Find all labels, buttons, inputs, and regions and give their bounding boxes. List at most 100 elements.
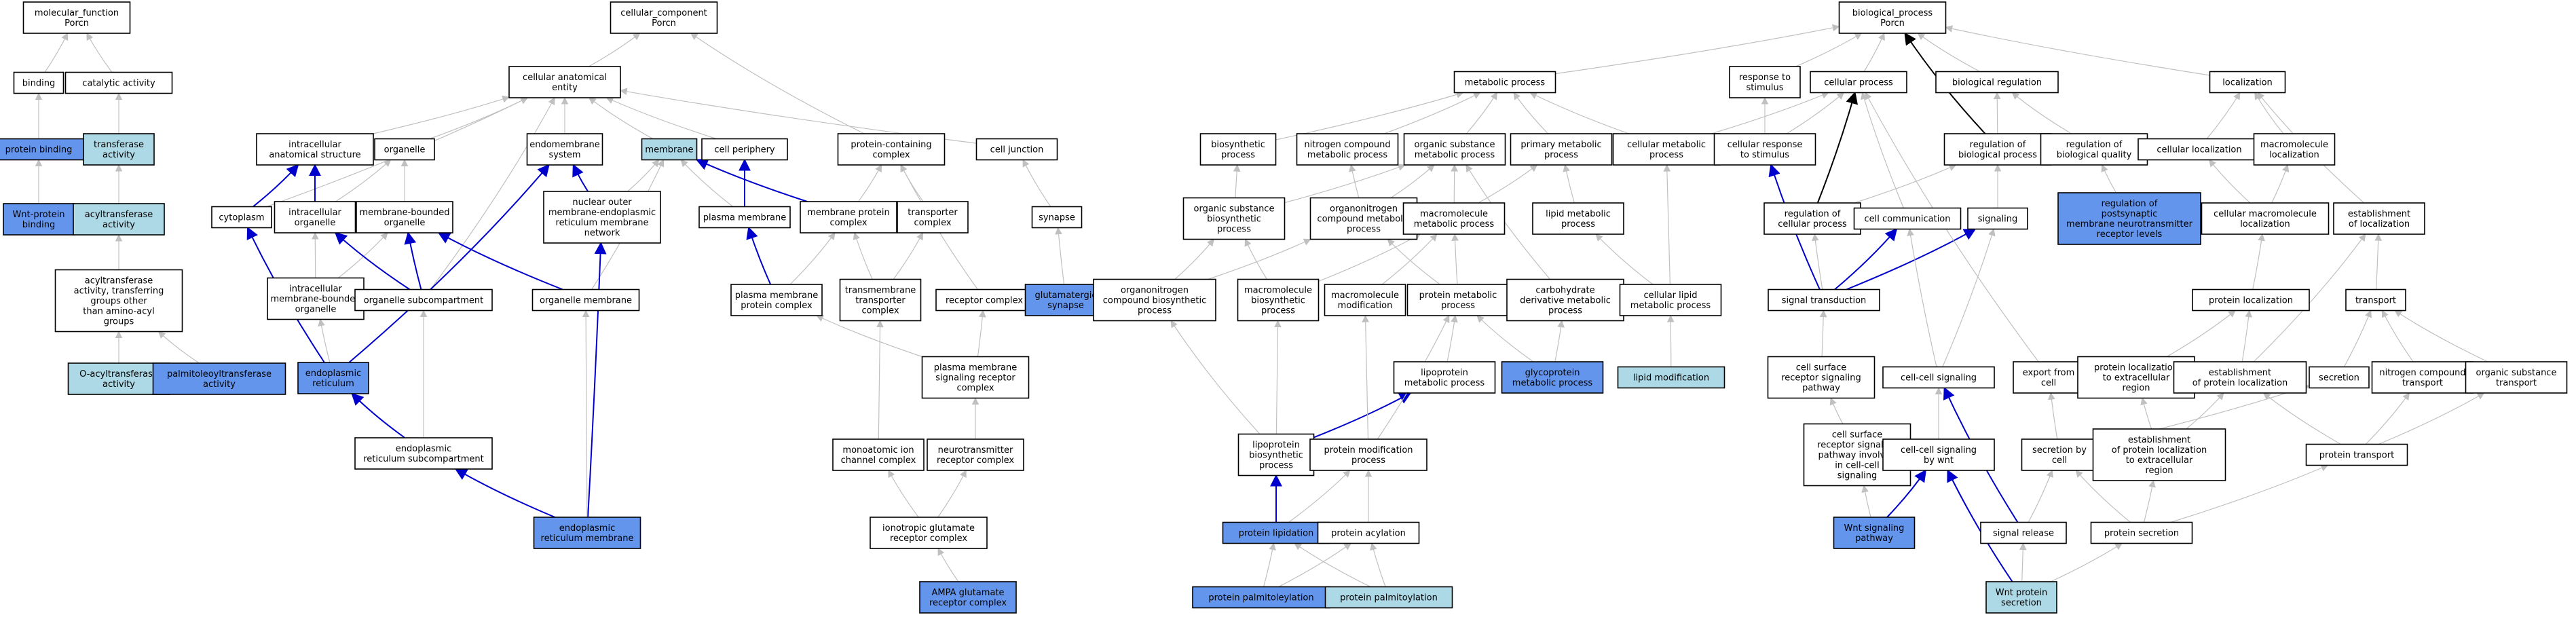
edge-tmtransp-to-transporter <box>893 232 924 280</box>
go-term-label-line: establishment <box>2128 435 2190 445</box>
edge-regpostsyn-to-regqual <box>2101 164 2117 193</box>
go-term-label-line: anatomical structure <box>269 150 360 160</box>
go-term-label-line: system <box>549 150 581 160</box>
go-term-box <box>1833 517 1916 549</box>
go-term-box <box>1612 133 1721 166</box>
go-term-box <box>1935 71 2059 94</box>
edge-organobiosyn-to-organonitro <box>1208 238 1311 280</box>
go-term-box <box>274 201 356 233</box>
go-term-label-line: compound metabolic <box>1317 214 1410 225</box>
edge-lipobiosyn-to-macrobiosyn <box>1274 320 1282 434</box>
go-term-label-line: organelle <box>295 305 337 315</box>
go-term-label-line: nitrogen compound <box>1304 140 1390 150</box>
go-term-label-line: organelle <box>384 145 426 155</box>
go-term-box <box>2092 428 2226 481</box>
edge-memprotcomplex-to-protcomplex <box>858 164 882 202</box>
go-term-label-line: membrane-bounded <box>359 208 449 218</box>
go-term-box <box>2253 133 2336 166</box>
go-term-label-line: endoplasmic <box>305 369 361 379</box>
go-term-label-line: cellular macromolecule <box>2214 209 2317 219</box>
go-term-box <box>1532 202 1624 235</box>
go-term-label-line: protein acylation <box>1331 529 1406 539</box>
go-term-label-line: channel complex <box>841 455 916 466</box>
go-term-box <box>13 71 64 94</box>
go-term-label-line: cellular anatomical <box>523 73 607 83</box>
go-term-label-line: process <box>1544 150 1578 160</box>
go-term-label-line: activity, transferring <box>74 286 164 297</box>
go-term-label-line: process <box>1138 306 1172 316</box>
go-term-box <box>1406 284 1510 316</box>
go-term-label-line: endoplasmic <box>559 523 615 534</box>
go-term-label-line: cell communication <box>1864 214 1950 225</box>
go-term-label-line: cellular lipid <box>1643 291 1697 301</box>
edge-cellloc-to-local <box>2206 92 2241 139</box>
go-term-box <box>211 206 272 229</box>
go-term-label-line: binding <box>22 79 55 89</box>
go-term-label-line: glutamatergic <box>1034 291 1096 301</box>
go-term-label-line: organelle <box>295 218 336 228</box>
go-term-box <box>1402 202 1506 235</box>
go-term-box <box>1309 438 1427 471</box>
go-term-node-protpalmitoleyl: protein palmitoleylation <box>1192 586 1330 609</box>
go-term-box <box>22 1 131 34</box>
go-term-label-line: Wnt-protein <box>12 210 64 220</box>
edge-respstim-to-bp <box>1795 33 1863 67</box>
go-term-label-line: receptor complex <box>929 598 1007 608</box>
edge-intraorg-to-organelle <box>335 159 392 202</box>
go-term-label-line: groups <box>104 317 134 327</box>
go-term-label-line: response to <box>1739 73 1791 83</box>
edge-pmsignal-to-pmprot <box>816 315 922 358</box>
go-term-box <box>297 362 369 394</box>
go-term-label-line: metabolic process <box>1512 378 1593 388</box>
go-term-box <box>921 356 1030 399</box>
edge-nucouter-to-endomem <box>572 164 589 192</box>
go-term-label-line: macromolecule <box>2260 140 2328 150</box>
edge-ias-to-cae <box>373 95 510 134</box>
edge-orgsubbiosyn-to-biosyn <box>1233 164 1241 198</box>
go-term-label-line: of localization <box>2349 219 2410 229</box>
go-term-label-line: biological_process <box>1852 8 1933 18</box>
edge-prottransp-to-estprotloc <box>2262 392 2341 445</box>
go-term-label-line: endomembrane <box>529 140 600 150</box>
go-term-label-line: biological quality <box>2057 150 2132 160</box>
go-term-label-line: complex <box>861 306 899 316</box>
go-term-label-line: activity <box>102 379 135 390</box>
edge-lipobiosyn-to-lipoprotmetab <box>1313 392 1412 438</box>
go-term-node-celljunc: cell junction <box>975 138 1058 161</box>
go-term-box <box>64 71 173 94</box>
edge-celllipid-to-cellmetab <box>1663 164 1671 285</box>
go-term-label-line: regulation of <box>2102 199 2158 209</box>
edge-layer <box>35 24 2488 588</box>
edge-regcell-to-cellproc <box>1816 91 1858 204</box>
go-term-node-protlip: protein lipidation <box>1222 521 1330 544</box>
go-term-label-line: metabolic process <box>1630 301 1711 311</box>
edge-cellcellsig-to-signaling <box>1942 228 1996 367</box>
edge-plasmamem-to-membrane <box>680 159 734 207</box>
go-term-label-line: intracellular <box>288 208 341 218</box>
go-term-box <box>897 201 969 233</box>
go-term-box <box>1810 71 1907 94</box>
go-term-label-line: transport <box>2402 378 2443 388</box>
go-term-label-line: monoatomic ion <box>842 445 914 455</box>
go-term-box <box>1324 284 1406 316</box>
go-term-node-receptor: receptor complex <box>935 288 1033 312</box>
edge-prottransp-to-nitrotransp <box>2365 392 2410 445</box>
go-term-label-line: signal transduction <box>1782 296 1867 306</box>
go-term-label-line: synapse <box>1047 301 1084 311</box>
edge-cellmacroloc-to-macroloc <box>2271 164 2290 204</box>
go-term-label-line: binding <box>22 220 55 230</box>
go-term-label-line: to extracellular <box>2103 373 2170 384</box>
edge-transport-to-estloc <box>2374 233 2383 290</box>
go-term-label-line: ionotropic glutamate <box>882 523 975 534</box>
